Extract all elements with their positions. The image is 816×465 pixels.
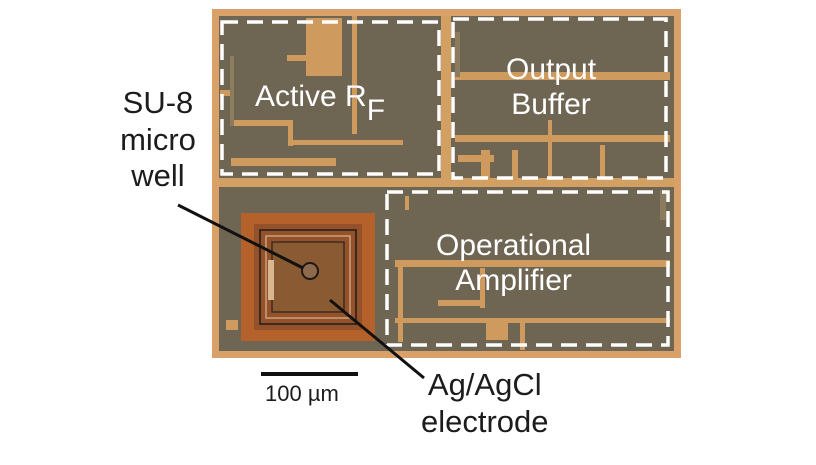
horizontal-channel [219, 178, 674, 187]
operational-amplifier-label: Operational Amplifier [436, 229, 591, 298]
active-rf-traces [220, 16, 403, 166]
electrode-callout-line [329, 298, 425, 380]
active-rf-dashed-box [220, 20, 441, 176]
electrode-line1: Ag/AgCl [427, 367, 542, 402]
microwell-circle [301, 262, 319, 280]
operational-amplifier-line1: Operational [436, 229, 592, 262]
operational-amplifier-line2: Amplifier [455, 263, 572, 297]
su8-microwell-label: SU-8 micro well [112, 85, 204, 195]
electrode-line2: electrode [421, 403, 549, 439]
su8-microwell-line1: SU-8 [122, 85, 194, 120]
electrode-pad [226, 213, 375, 341]
su8-microwell-line3: well [131, 158, 185, 194]
scale-bar [261, 372, 358, 376]
output-buffer-label: Output Buffer [506, 53, 596, 122]
electrode-label: Ag/AgCl electrode [421, 367, 549, 440]
operational-amplifier-traces [395, 190, 670, 350]
active-rf-label: Active RF [255, 80, 385, 127]
scale-bar-label: 100 µm [265, 381, 339, 406]
active-rf-main: Active R [255, 80, 367, 113]
output-buffer-dashed-box [451, 17, 668, 180]
active-rf-subscript: F [366, 94, 386, 127]
su8-microwell-line2: micro [120, 121, 196, 157]
output-buffer-line1: Output [506, 53, 597, 86]
vertical-channel [441, 16, 451, 180]
output-buffer-traces [455, 32, 670, 180]
microwell-callout-line [177, 203, 304, 270]
output-buffer-line2: Buffer [511, 87, 591, 121]
operational-amplifier-dashed-box [385, 190, 670, 347]
